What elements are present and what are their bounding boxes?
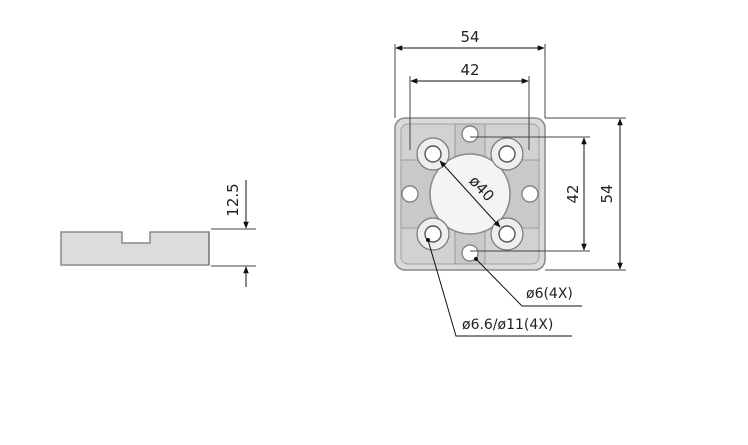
small-hole-leader-dot bbox=[474, 257, 478, 261]
width54-dim-label: 54 bbox=[460, 28, 479, 46]
counterbore-hole-bottom-left bbox=[416, 217, 450, 251]
side-view-profile bbox=[60, 231, 210, 266]
height54-dim-label: 54 bbox=[598, 184, 616, 203]
side-view: 12.5 bbox=[60, 180, 256, 287]
height42-dim-label: 42 bbox=[564, 184, 582, 203]
small-hole-note: ø6(4X) bbox=[526, 286, 573, 302]
bore-dim-line bbox=[439, 160, 501, 228]
small-hole-bottom bbox=[461, 244, 479, 262]
width42-dim-label: 42 bbox=[460, 61, 479, 79]
counterbore-leader bbox=[427, 239, 572, 337]
thickness-dim-label: 12.5 bbox=[224, 183, 242, 216]
top-view: ø40 54 42 42 54 ø6(4X) ø6.6/ø11(4X) bbox=[394, 28, 626, 337]
counterbore-note: ø6.6/ø11(4X) bbox=[462, 317, 553, 333]
small-hole-top bbox=[461, 125, 479, 143]
counterbore-leader-dot bbox=[426, 238, 430, 242]
counterbore-hole-top-right bbox=[490, 137, 524, 171]
small-hole-left bbox=[401, 185, 419, 203]
small-hole-leader bbox=[475, 258, 582, 307]
small-hole-right bbox=[521, 185, 539, 203]
